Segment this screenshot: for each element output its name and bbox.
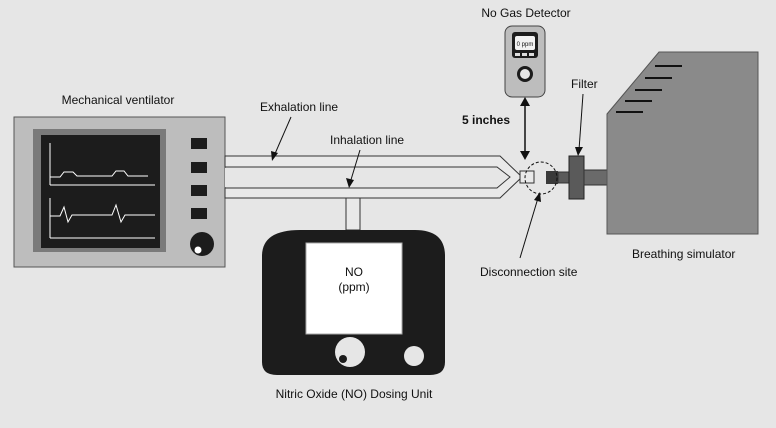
detector-display <box>515 36 535 50</box>
ventilator-button <box>191 208 207 219</box>
wye-connector <box>519 170 535 184</box>
connector-piece <box>546 171 558 184</box>
distance-label: 5 inches <box>462 113 510 127</box>
ventilator-knob-indicator <box>194 246 202 254</box>
disconnection-label: Disconnection site <box>480 265 578 279</box>
mechanical-ventilator <box>13 116 226 268</box>
detector-label: No Gas Detector <box>481 6 570 20</box>
ventilator-screen <box>41 135 160 248</box>
no-dosing-unit: NO (ppm) <box>262 230 445 375</box>
ventilator-label: Mechanical ventilator <box>62 93 175 107</box>
filter-arrowhead <box>575 147 583 156</box>
exhalation-line-label: Exhalation line <box>260 100 338 114</box>
filter-pointer <box>578 93 584 151</box>
ventilator-button <box>191 138 207 149</box>
dosing-display-label: NO <box>345 265 363 279</box>
tubing <box>224 155 609 231</box>
detector-led <box>529 53 534 56</box>
dosing-display-unit: (ppm) <box>338 280 369 294</box>
inhalation-arrowhead <box>346 178 354 188</box>
breathing-simulator <box>606 51 759 235</box>
dosing-unit-connector <box>345 197 361 231</box>
detector-button-center <box>520 69 530 79</box>
dosing-unit-knob-indicator <box>339 355 347 363</box>
detector-led <box>515 53 520 56</box>
tubing-gap <box>225 168 509 187</box>
exhalation-arrowhead <box>271 151 278 161</box>
dosing-unit-label: Nitric Oxide (NO) Dosing Unit <box>276 387 433 401</box>
flow-waveform <box>50 203 155 224</box>
filter-label: Filter <box>571 77 598 91</box>
detector-led <box>522 53 527 56</box>
simulator-body <box>606 51 759 235</box>
dosing-unit-knob <box>335 337 365 367</box>
simulator-label: Breathing simulator <box>632 247 735 261</box>
no-gas-detector: 0 ppm <box>504 25 546 98</box>
disconnection-arrowhead <box>534 192 541 202</box>
ventilator-button <box>191 185 207 196</box>
distance-arrowhead-down <box>520 151 530 160</box>
ventilator-knob <box>190 232 214 256</box>
pressure-waveform <box>50 170 148 178</box>
exhalation-pointer <box>273 116 292 157</box>
disconnection-site-marker <box>524 161 558 195</box>
inhalation-pointer <box>349 149 361 184</box>
connector-sleeve <box>557 171 571 184</box>
simulator-connector <box>583 169 609 186</box>
disconnection-pointer <box>519 197 539 259</box>
inhalation-line-label: Inhalation line <box>330 133 404 147</box>
filter <box>568 155 585 200</box>
distance-arrowhead-up <box>520 97 530 106</box>
dosing-unit-display <box>305 242 403 335</box>
detector-reading: 0 ppm <box>517 42 534 48</box>
ventilator-button <box>191 162 207 173</box>
dosing-unit-button <box>404 346 424 366</box>
